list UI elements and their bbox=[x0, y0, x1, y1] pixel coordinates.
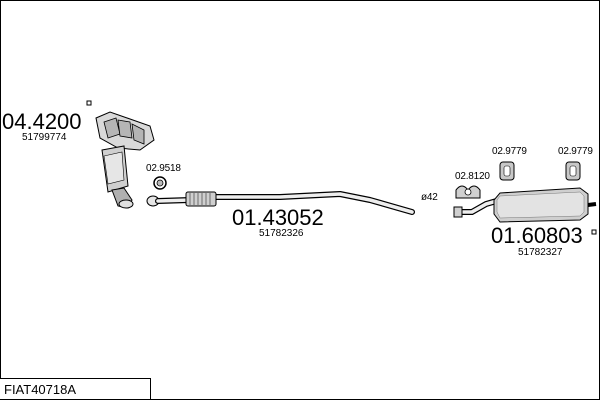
oem-number-rear-silencer: 51782327 bbox=[518, 247, 563, 258]
rubber-mount-small-drawing bbox=[455, 185, 481, 199]
flex-joint-ribs bbox=[189, 193, 211, 205]
manifold-converter-drawing bbox=[95, 111, 155, 209]
silencer-clamp bbox=[453, 206, 463, 218]
part-number-middle-pipe: 01.43052 bbox=[232, 205, 324, 230]
clamp-front-drawing bbox=[153, 176, 167, 190]
rubber-mount-left-drawing bbox=[499, 161, 515, 181]
part-number-rear-silencer: 01.60803 bbox=[491, 223, 583, 248]
part-number-manifold-converter: 04.4200 bbox=[2, 109, 82, 134]
marker-square bbox=[591, 229, 597, 235]
rubber-mount-right-drawing bbox=[565, 161, 581, 181]
oem-number-middle-pipe: 51782326 bbox=[259, 228, 304, 239]
manifold-runner bbox=[117, 119, 133, 139]
footer-code-box: FIAT40718A bbox=[0, 378, 151, 399]
part-number-clamp-front: 02.9518 bbox=[146, 163, 181, 174]
part-number-rubber-mount-small: 02.8120 bbox=[455, 171, 490, 182]
manifold-runner bbox=[131, 123, 145, 145]
converter-shield bbox=[103, 151, 125, 185]
converter-flange bbox=[118, 199, 134, 209]
footer-code: FIAT40718A bbox=[4, 382, 77, 397]
flex-joint bbox=[185, 191, 217, 207]
oem-number-manifold-converter: 51799774 bbox=[22, 132, 67, 143]
silencer-tailpipe bbox=[587, 202, 597, 207]
part-number-rubber-mount-right: 02.9779 bbox=[558, 146, 593, 157]
part-number-rubber-mount-left: 02.9779 bbox=[492, 146, 527, 157]
marker-square bbox=[86, 100, 92, 106]
pipe-diameter-label: ø42 bbox=[421, 192, 438, 203]
rear-silencer-drawing bbox=[453, 187, 597, 223]
middle-pipe-drawing bbox=[146, 191, 415, 215]
